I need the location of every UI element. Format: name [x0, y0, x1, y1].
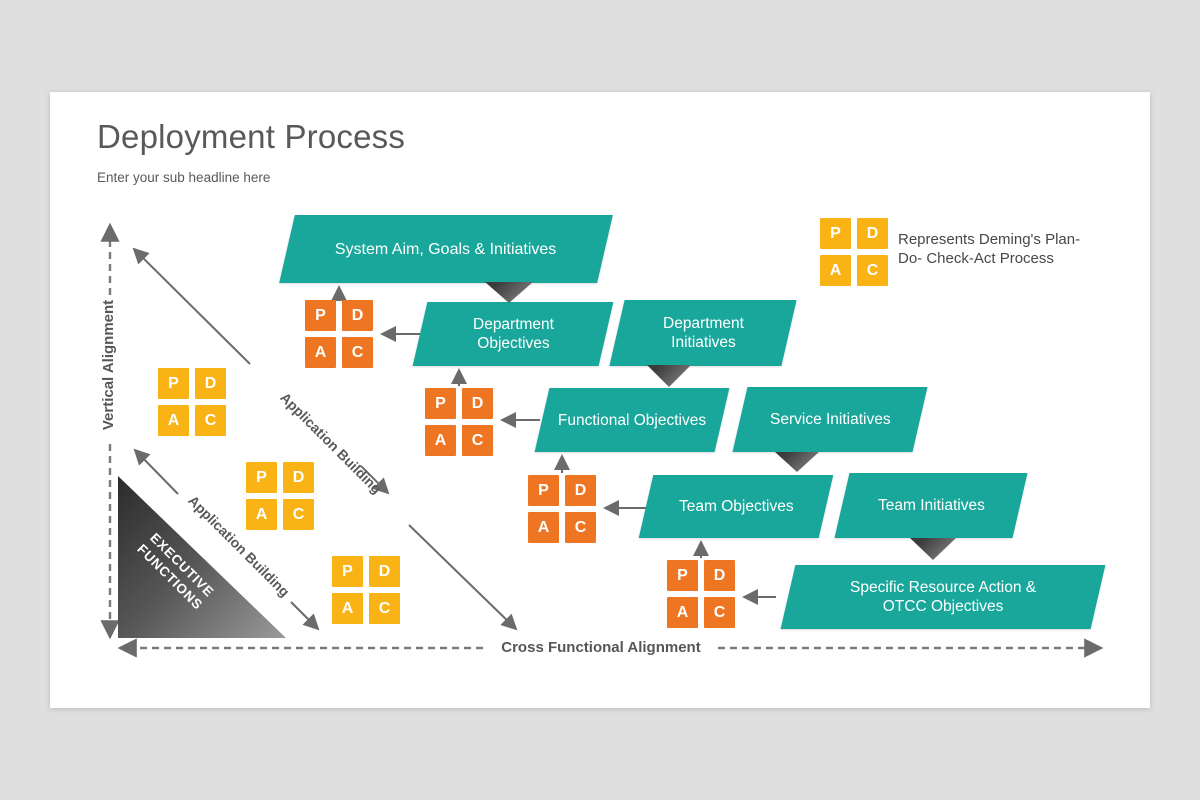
shape-team-objectives[interactable]: Team Objectives — [638, 475, 834, 538]
arrow-diagonal-to-baseline — [408, 524, 518, 631]
legend-caption: Represents Deming's Plan- Do- Check-Act … — [898, 231, 1081, 267]
flow-down-triangle-teaminit — [910, 538, 956, 560]
shape-service-initiatives-label: Service Initiatives — [769, 411, 891, 428]
pdca-check: C — [565, 512, 596, 543]
horizontal-axis-label: Cross Functional Alignment — [501, 639, 701, 656]
shape-team-initiatives[interactable]: Team Initiatives — [834, 473, 1028, 538]
pdca-do: D — [195, 368, 226, 399]
arrow-diagonal-lower-right — [290, 601, 320, 631]
pdca-act: A — [528, 512, 559, 543]
shape-functional-objectives[interactable]: Functional Objectives — [534, 388, 730, 452]
shape-team-objectives-label: Team Objectives — [678, 498, 794, 515]
flow-down-triangle-deptinit — [647, 365, 691, 387]
pdca-check: C — [369, 593, 400, 624]
pdca-do: D — [704, 560, 735, 591]
pdca-do: D — [462, 388, 493, 419]
pdca-act: A — [667, 597, 698, 628]
arrow-diagonal-lower-left — [133, 448, 179, 495]
shape-specific-resource-label: Specific Resource Action & OTCC Objectiv… — [849, 579, 1037, 615]
pdca-act: A — [305, 337, 336, 368]
pdca-grid-ladder-1: P D A C — [158, 368, 226, 436]
pdca-plan: P — [246, 462, 277, 493]
pdca-grid-legend: P D A C — [820, 218, 888, 286]
shape-functional-objectives-label: Functional Objectives — [557, 411, 707, 429]
page-subtitle[interactable]: Enter your sub headline here — [97, 170, 271, 185]
pdca-act: A — [332, 593, 363, 624]
shape-department-initiatives-label: Department Initiatives — [662, 315, 744, 351]
shape-system-aim-label: System Aim, Goals & Initiatives — [335, 240, 557, 258]
pdca-grid-team: P D A C — [528, 475, 596, 543]
vertical-axis-label: Vertical Alignment — [100, 299, 117, 431]
shape-system-aim[interactable]: System Aim, Goals & Initiatives — [279, 215, 613, 283]
pdca-plan: P — [820, 218, 851, 249]
pdca-do: D — [857, 218, 888, 249]
shape-department-objectives-label: Department Objectives — [472, 316, 554, 352]
shape-department-objectives[interactable]: Department Objectives — [412, 302, 614, 366]
shape-specific-resource[interactable]: Specific Resource Action & OTCC Objectiv… — [780, 565, 1106, 629]
pdca-do: D — [369, 556, 400, 587]
pdca-do: D — [342, 300, 373, 331]
pdca-grid-ladder-3: P D A C — [332, 556, 400, 624]
pdca-do: D — [565, 475, 596, 506]
pdca-check: C — [857, 255, 888, 286]
pdca-plan: P — [332, 556, 363, 587]
pdca-check: C — [195, 405, 226, 436]
executive-functions-label: EXECUTIVE FUNCTIONS — [134, 530, 217, 613]
pdca-plan: P — [667, 560, 698, 591]
pdca-act: A — [158, 405, 189, 436]
pdca-plan: P — [528, 475, 559, 506]
pdca-do: D — [283, 462, 314, 493]
pdca-plan: P — [305, 300, 336, 331]
arrow-diagonal-upper-left — [132, 247, 251, 365]
pdca-grid-functional: P D A C — [425, 388, 493, 456]
pdca-plan: P — [158, 368, 189, 399]
shape-service-initiatives[interactable]: Service Initiatives — [732, 387, 928, 452]
page-title[interactable]: Deployment Process — [97, 118, 406, 155]
pdca-act: A — [820, 255, 851, 286]
slide-canvas: Deployment Process Enter your sub headli… — [50, 92, 1150, 708]
shape-department-initiatives[interactable]: Department Initiatives — [609, 300, 797, 366]
pdca-plan: P — [425, 388, 456, 419]
pdca-check: C — [283, 499, 314, 530]
pdca-act: A — [425, 425, 456, 456]
pdca-grid-specific: P D A C — [667, 560, 735, 628]
shape-team-initiatives-label: Team Initiatives — [877, 497, 985, 514]
pdca-check: C — [462, 425, 493, 456]
flow-down-triangle-systemaim — [485, 282, 533, 303]
flow-down-triangle-serviceinit — [775, 452, 819, 472]
pdca-check: C — [342, 337, 373, 368]
pdca-check: C — [704, 597, 735, 628]
pdca-grid-ladder-2: P D A C — [246, 462, 314, 530]
pdca-grid-department: P D A C — [305, 300, 373, 368]
pdca-act: A — [246, 499, 277, 530]
